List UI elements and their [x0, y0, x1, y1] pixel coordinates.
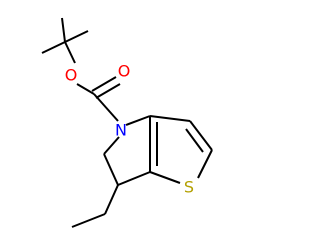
molecule-structure: O O N S — [41, 17, 213, 228]
bond-carbonyl-carbon-to-nitrogen — [93, 93, 119, 122]
bond-ch-ch-double-b — [185, 128, 204, 153]
atom-label-oxygen-carbonyl: O — [118, 62, 131, 81]
bond-tbu-to-oxygen — [64, 41, 76, 64]
bond-tbu-methyl-top-left — [61, 17, 66, 43]
bond-chethyl-to-thiophene — [117, 171, 151, 186]
bond-ch-ch-double-a — [189, 120, 213, 151]
bond-ch-to-sulfur — [197, 149, 213, 179]
bond-ethyl-ch2 — [104, 184, 119, 215]
bond-ethyl-ch3 — [71, 213, 106, 228]
bond-nitrogen-to-ch2 — [103, 136, 120, 155]
atom-label-oxygen-ether: O — [65, 66, 78, 85]
bond-sulfur-to-junction — [149, 171, 181, 184]
bond-carbonyl-double-a — [91, 76, 117, 92]
atom-label-sulfur: S — [184, 178, 194, 197]
bond-oxygen-to-carbonyl-carbon — [76, 83, 95, 95]
bond-nitrogen-to-ring-junction — [125, 115, 151, 126]
bond-junction-to-ch-top — [149, 115, 191, 122]
atom-label-nitrogen: N — [115, 121, 127, 140]
bond-tbu-methyl-left — [41, 41, 66, 54]
bond-carbonyl-double-b — [95, 83, 121, 99]
bond-tbu-methyl-right — [64, 30, 89, 43]
bond-ch2-to-chethyl — [103, 153, 119, 186]
